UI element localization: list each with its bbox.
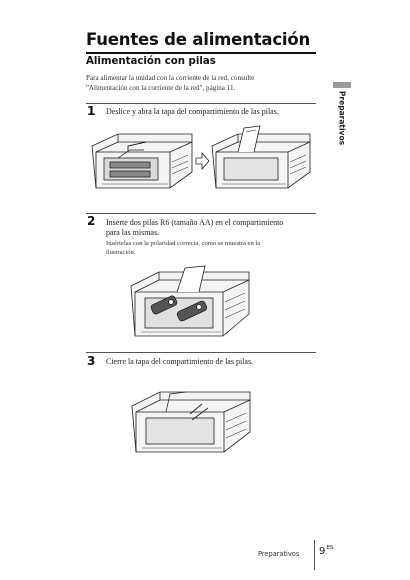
step-1-illustration: [91, 125, 311, 189]
page-number-suffix: ES: [326, 545, 334, 551]
footer-section-label: Preparativos: [258, 550, 300, 558]
step-1-line-1: Deslice y abra la tapa del compartimient…: [106, 107, 279, 116]
page-number: 9ES: [319, 545, 334, 557]
footer-rule: [314, 540, 315, 570]
step-2-note-line-2: ilustración.: [106, 248, 136, 256]
step-3-text: Cierre la tapa del compartimiento de las…: [106, 357, 316, 367]
device-batteries-drawing: [211, 125, 311, 189]
title-rule: [86, 52, 316, 54]
step-2-line-2: para las mismas.: [106, 228, 160, 237]
step-2-note: Insértelas con la polaridad correcta, co…: [106, 240, 316, 257]
side-tab-marker: [333, 82, 351, 88]
intro-line-1: Para alimentar la unidad con la corrient…: [86, 74, 255, 82]
page-title: Fuentes de alimentación: [86, 30, 311, 49]
page-number-value: 9: [319, 546, 326, 557]
intro-paragraph: Para alimentar la unidad con la corrient…: [86, 74, 316, 93]
step-2-illustration: [130, 265, 250, 337]
step-1-text: Deslice y abra la tapa del compartimient…: [106, 107, 316, 117]
battery-2-drawing: [176, 300, 208, 322]
side-tab-label: Preparativos: [337, 90, 347, 146]
step-1-number: 1: [87, 104, 96, 118]
device-open-cover-drawing: [91, 133, 193, 189]
step-3-rule: [86, 352, 316, 353]
step-3-number: 3: [87, 354, 96, 368]
step-2-rule: [86, 213, 316, 214]
step-2-note-line-1: Insértelas con la polaridad correcta, co…: [106, 240, 261, 247]
step-2-line-1: Inserte dos pilas R6 (tamaño AA) en el c…: [106, 218, 284, 227]
arrow-icon: [195, 151, 210, 171]
step-3-illustration: [131, 391, 251, 453]
section-subtitle: Alimentación con pilas: [86, 56, 216, 67]
step-3-line-1: Cierre la tapa del compartimiento de las…: [106, 357, 254, 366]
step-2-text: Inserte dos pilas R6 (tamaño AA) en el c…: [106, 218, 316, 238]
step-2-number: 2: [87, 214, 96, 228]
intro-line-2: "Alimentación con la corriente de la red…: [86, 83, 236, 92]
step-1-rule: [86, 103, 316, 104]
battery-1-drawing: [150, 295, 178, 315]
